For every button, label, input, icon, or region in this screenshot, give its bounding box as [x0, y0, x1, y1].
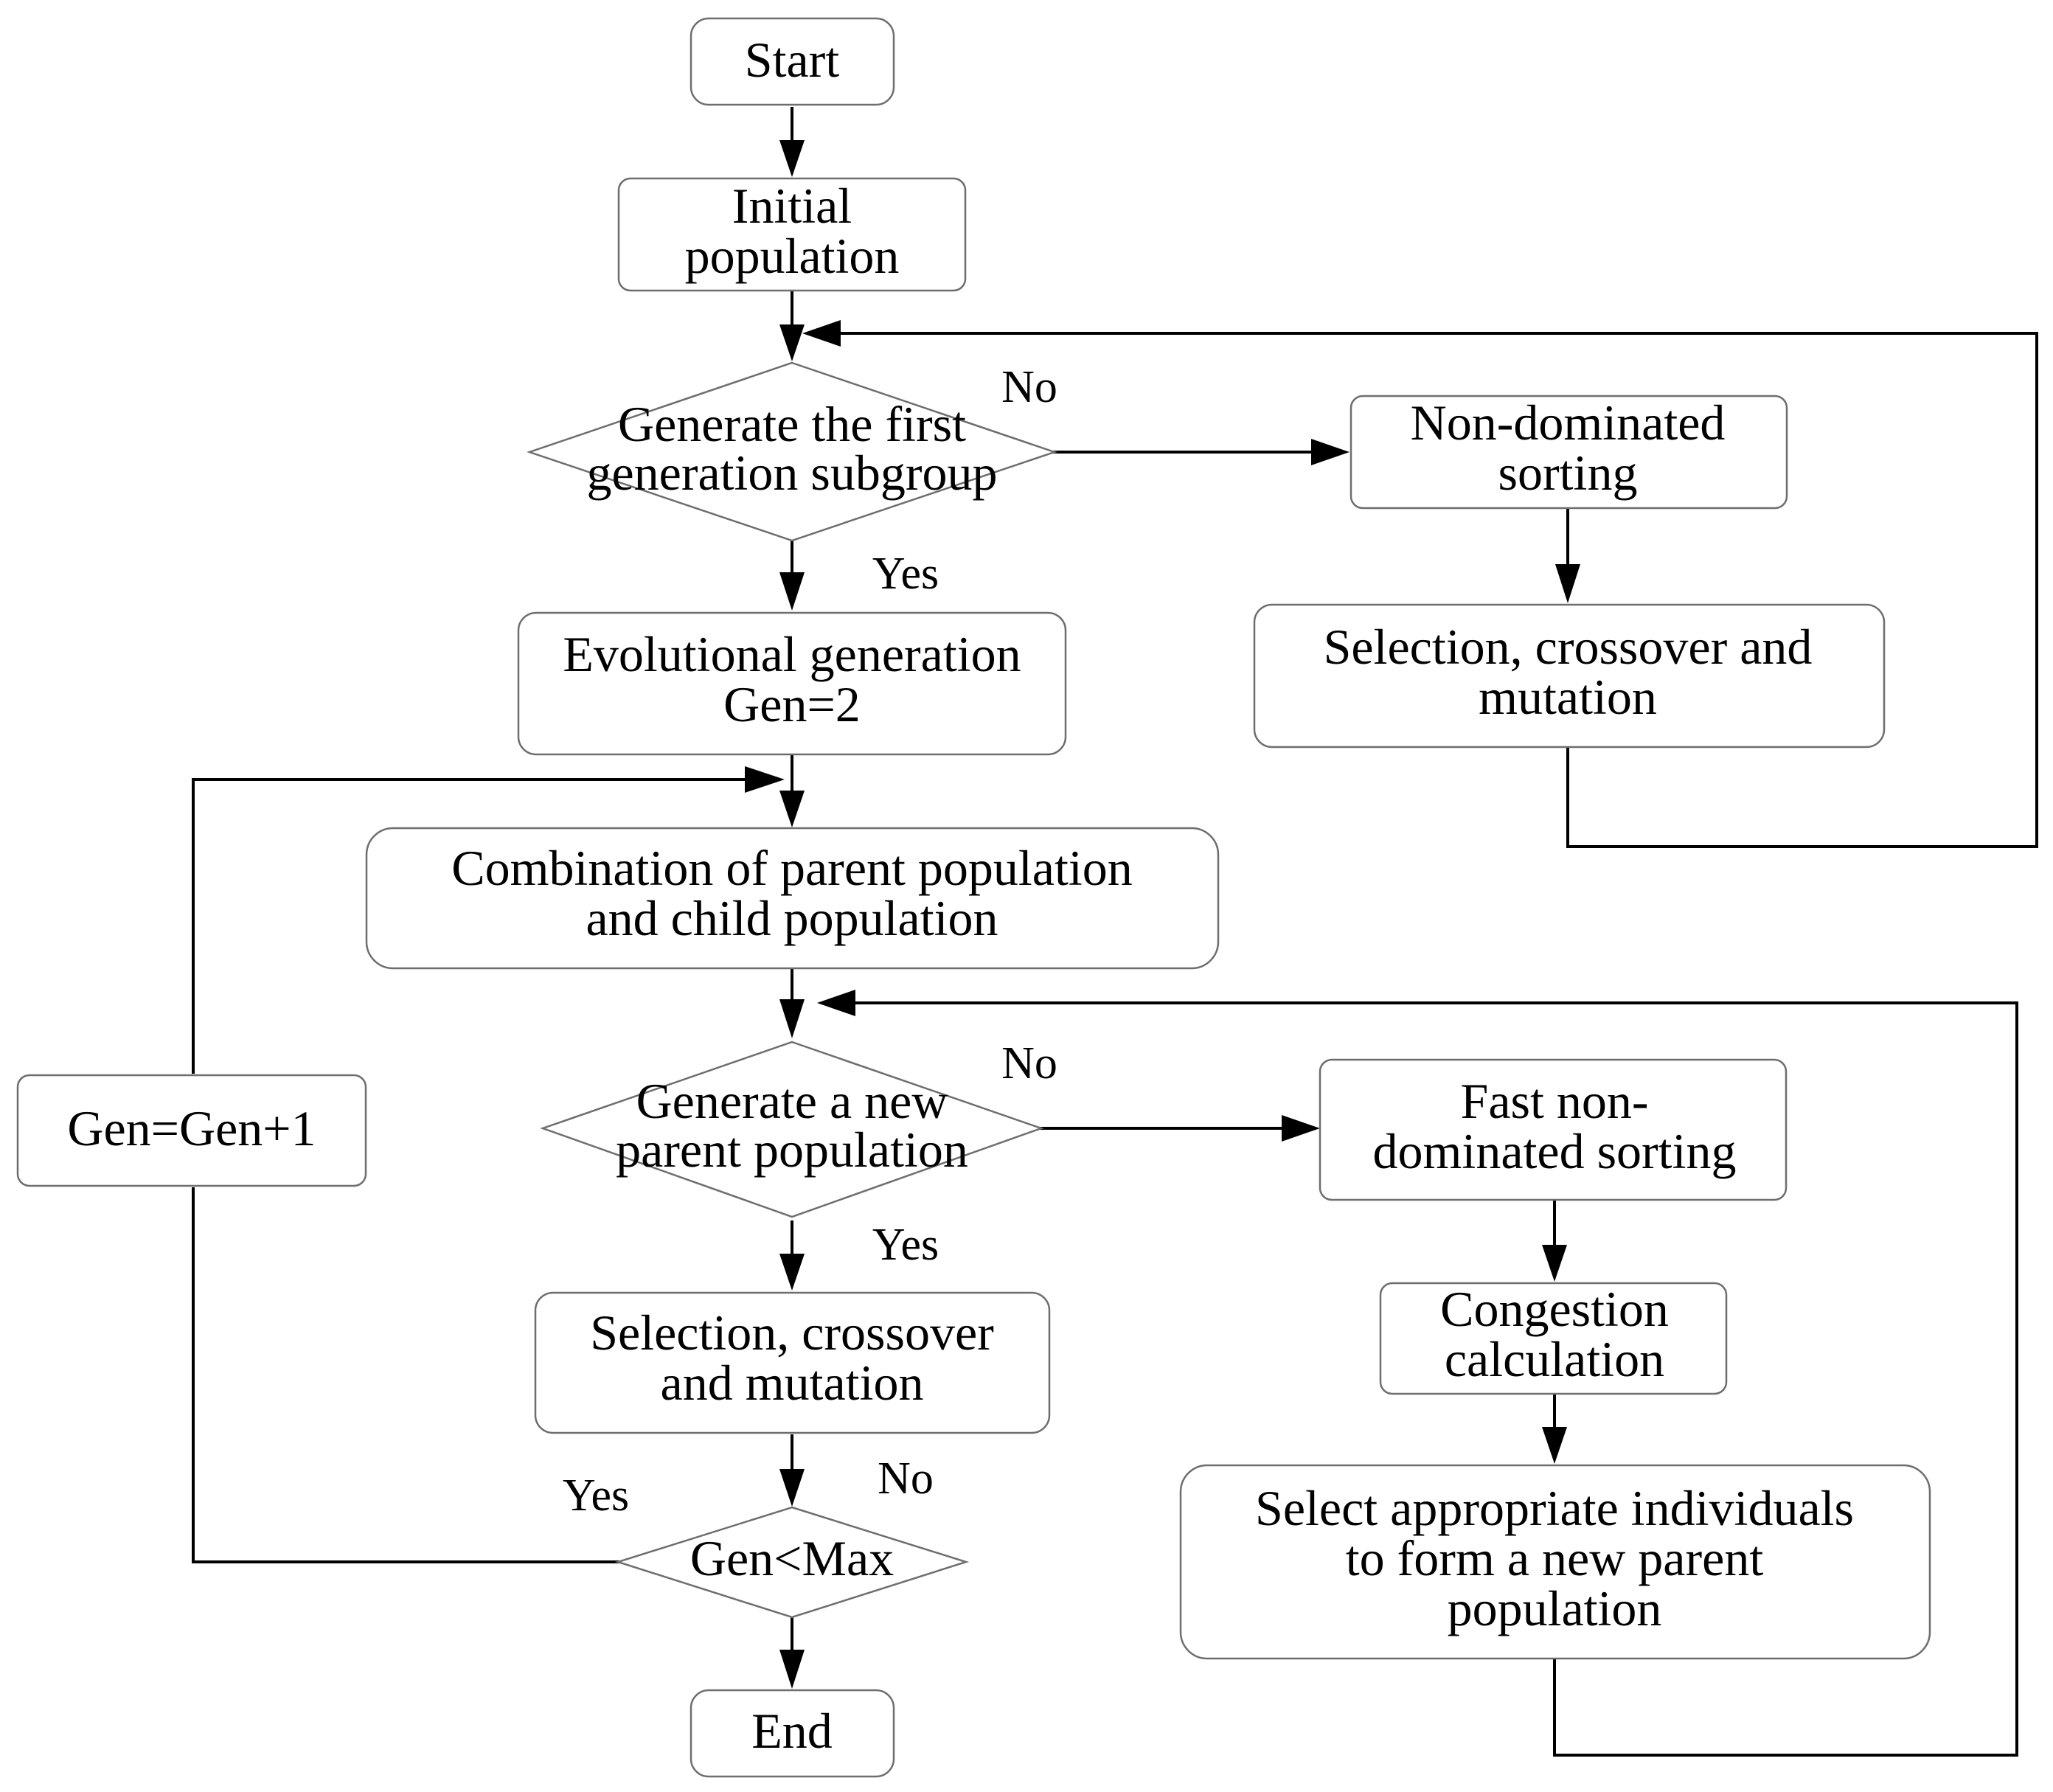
- decision-first-generation-line-2: generation subgroup: [586, 445, 997, 501]
- loop-select-back-to-decision2: [848, 1001, 2018, 1757]
- arrowhead: [779, 1469, 805, 1507]
- end-label: End: [751, 1703, 833, 1759]
- fast-non-dominated-sorting-line-2: dominated sorting: [1373, 1123, 1737, 1179]
- non-dominated-sorting-line-2: sorting: [1498, 445, 1638, 501]
- arrowhead: [779, 572, 805, 611]
- selection-bottom-line-2: and mutation: [661, 1355, 924, 1411]
- edge-labels: No Yes No Yes Yes No: [563, 362, 1057, 1521]
- non-dominated-sorting-line-1: Non-dominated: [1411, 395, 1726, 451]
- gen-increment-node: Gen=Gen+1: [16, 1074, 367, 1187]
- connectors: [192, 107, 2038, 1757]
- edge-label-max-no: No: [878, 1454, 934, 1504]
- arrowhead: [779, 1254, 805, 1291]
- initial-population-line-2: population: [685, 228, 900, 284]
- select-individuals-node: Select appropriate individuals to form a…: [1179, 1464, 1931, 1660]
- edge-label-max-yes: Yes: [563, 1470, 629, 1521]
- loop-gen-increment-to-combination: [192, 778, 745, 1074]
- fast-non-dominated-sorting-line-1: Fast non-: [1461, 1073, 1649, 1129]
- decision-gen-max-label: Gen<Max: [690, 1530, 894, 1586]
- gen-increment-label: Gen=Gen+1: [67, 1100, 316, 1156]
- edge-label-parent-yes: Yes: [872, 1220, 939, 1270]
- combination-line-1: Combination of parent population: [451, 840, 1133, 896]
- congestion-calculation-line-2: calculation: [1445, 1331, 1664, 1387]
- evolutional-generation-line-1: Evolutional generation: [563, 626, 1021, 682]
- end-node: End: [689, 1689, 895, 1778]
- edge-label-first-no: No: [1001, 362, 1057, 412]
- non-dominated-sorting-node: Non-dominated sorting: [1349, 395, 1788, 510]
- arrowhead: [1542, 1245, 1567, 1282]
- decision-gen-max: Gen<Max: [614, 1506, 970, 1619]
- arrowhead: [779, 140, 805, 177]
- selection-bottom-line-1: Selection, crossover: [590, 1305, 994, 1361]
- decision-new-parent-line-2: parent population: [616, 1122, 968, 1178]
- selection-top-node: Selection, crossover and mutation: [1253, 603, 1886, 749]
- arrowhead: [802, 320, 841, 347]
- start-node: Start: [689, 17, 895, 106]
- decision-first-generation: Generate the first generation subgroup: [527, 361, 1057, 542]
- arrowhead: [1282, 1115, 1320, 1142]
- arrowhead: [1555, 564, 1580, 603]
- select-individuals-line-3: population: [1448, 1580, 1662, 1636]
- arrowhead: [779, 324, 805, 361]
- decision-new-parent-line-1: Generate a new: [636, 1073, 948, 1129]
- edge-label-first-yes: Yes: [872, 549, 939, 599]
- arrow-genmax-yes-to-gen-increment: [192, 1187, 619, 1563]
- selection-bottom-node: Selection, crossover and mutation: [534, 1291, 1051, 1434]
- combination-node: Combination of parent population and chi…: [365, 827, 1220, 970]
- arrowhead: [1311, 439, 1349, 465]
- loop-selection-back-to-decision1: [826, 332, 2038, 848]
- decision-new-parent: Generate a new parent population: [540, 1041, 1044, 1218]
- selection-top-line-1: Selection, crossover and: [1324, 619, 1813, 675]
- congestion-calculation-line-1: Congestion: [1440, 1281, 1669, 1337]
- select-individuals-line-2: to form a new parent: [1346, 1530, 1764, 1586]
- combination-line-2: and child population: [586, 890, 998, 946]
- start-label: Start: [745, 32, 840, 88]
- decision-first-generation-line-1: Generate the first: [618, 396, 966, 452]
- arrowhead: [745, 766, 785, 793]
- arrowhead: [817, 990, 855, 1016]
- arrowhead: [779, 1650, 805, 1689]
- evolutional-generation-node: Evolutional generation Gen=2: [517, 611, 1067, 756]
- congestion-calculation-node: Congestion calculation: [1379, 1281, 1728, 1395]
- edge-label-parent-no: No: [1001, 1038, 1057, 1088]
- selection-top-line-2: mutation: [1479, 669, 1657, 725]
- initial-population-line-1: Initial: [732, 178, 852, 234]
- select-individuals-line-1: Select appropriate individuals: [1255, 1480, 1854, 1536]
- arrowhead: [779, 999, 805, 1038]
- arrowhead: [1542, 1427, 1567, 1464]
- fast-non-dominated-sorting-node: Fast non- dominated sorting: [1319, 1058, 1788, 1201]
- initial-population-node: Initial population: [617, 177, 967, 292]
- arrowhead: [779, 791, 805, 827]
- evolutional-generation-line-2: Gen=2: [723, 676, 861, 732]
